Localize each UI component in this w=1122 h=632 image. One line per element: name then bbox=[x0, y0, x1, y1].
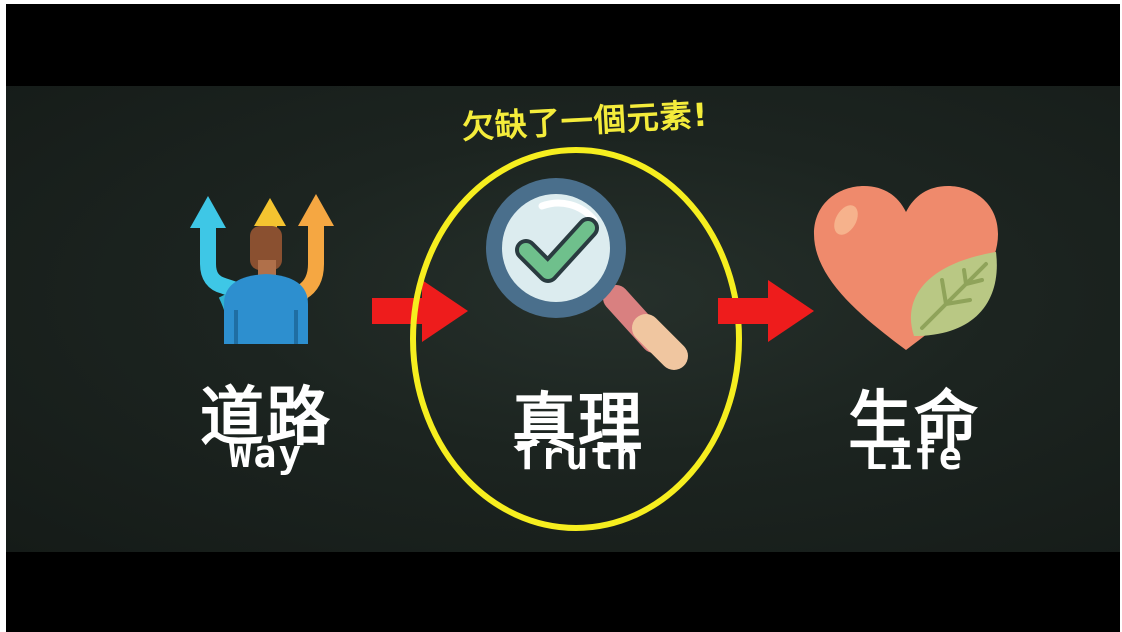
video-frame: 欠缺了一個元素! bbox=[6, 4, 1120, 632]
crossroads-person-icon bbox=[190, 194, 334, 344]
truth-label-en: Truth bbox=[515, 434, 641, 478]
way-label-en: Way bbox=[228, 432, 304, 476]
right-arrow-icon bbox=[718, 280, 814, 342]
life-label-en: Life bbox=[864, 434, 964, 478]
highlight-ellipse bbox=[410, 147, 742, 531]
way-label-zh: 道路 bbox=[200, 381, 332, 455]
life-label-zh: 生命 bbox=[848, 385, 980, 459]
magnifier-check-icon bbox=[486, 178, 688, 370]
truth-label-zh: 真理 bbox=[512, 387, 644, 461]
heart-leaf-icon bbox=[814, 186, 998, 350]
